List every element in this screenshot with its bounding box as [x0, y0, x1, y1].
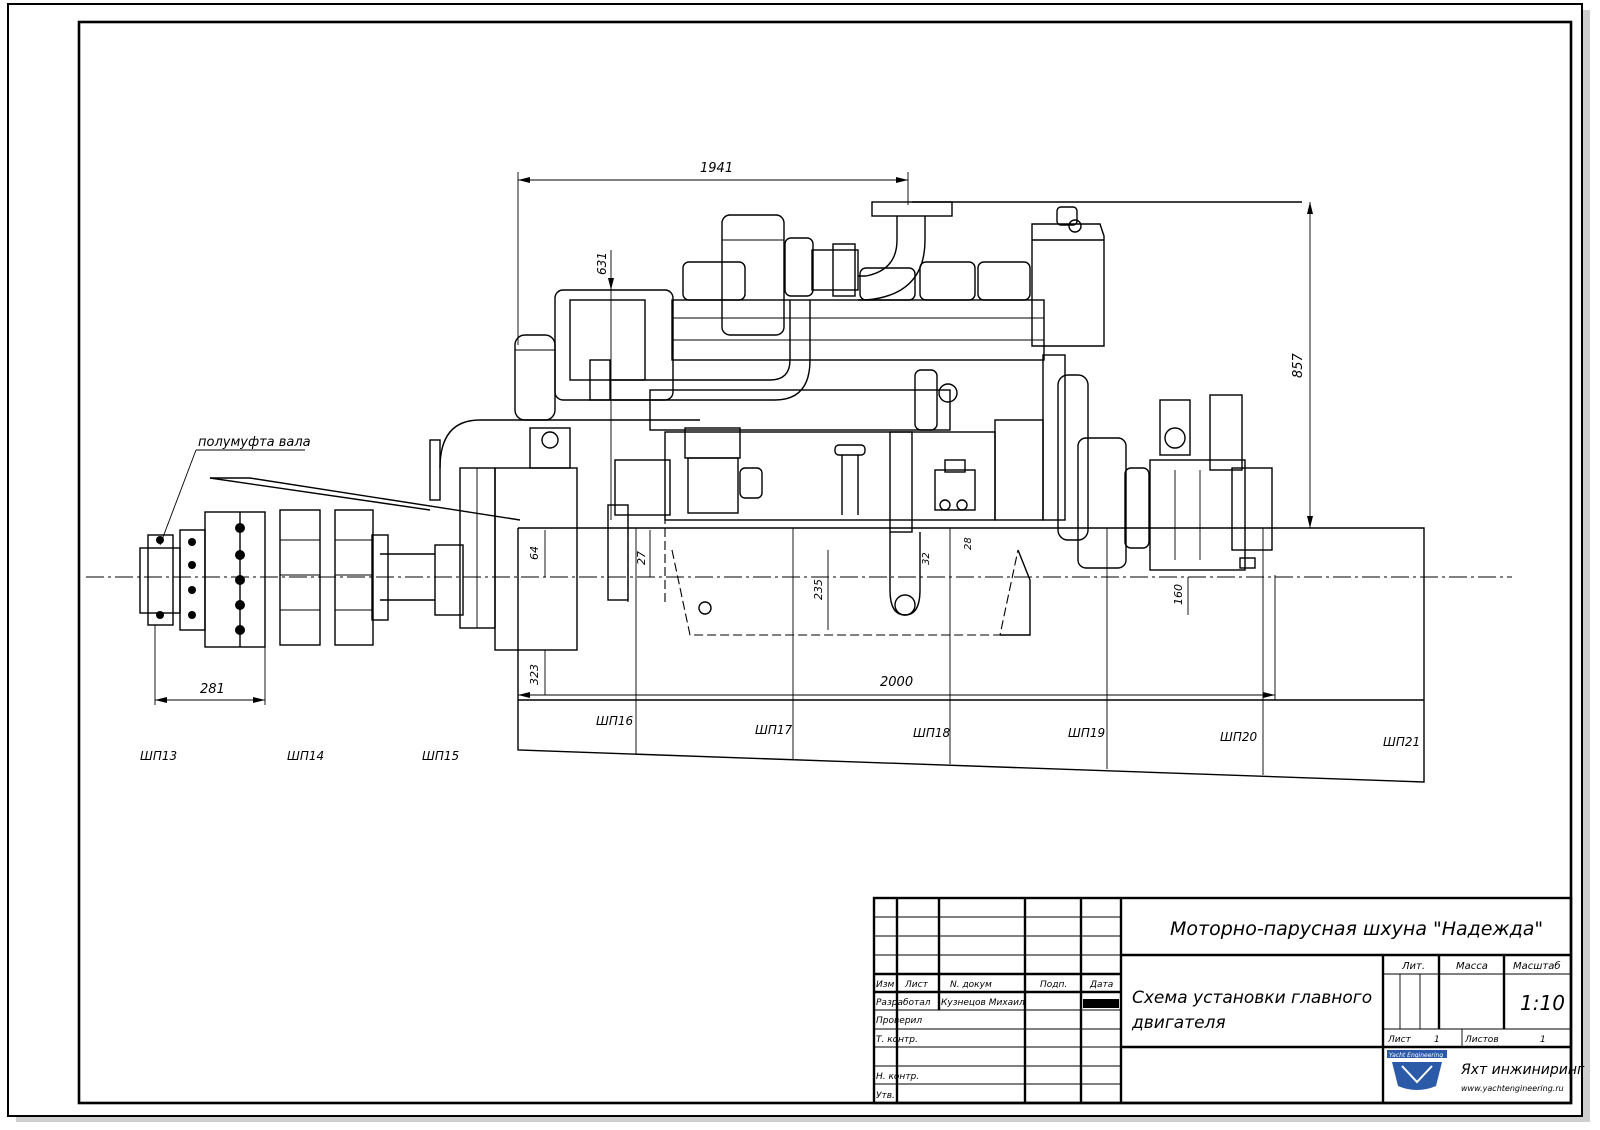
company-logo: Yacht Engineering	[1387, 1050, 1447, 1090]
title-text: Моторно-парусная шхуна "Надежда"	[1170, 918, 1543, 940]
shaft-part-label: полумуфта вала	[198, 435, 311, 450]
frame-19: ШП19	[1068, 726, 1105, 740]
h-date: Дата	[1089, 980, 1113, 990]
dim-32: 32	[921, 552, 932, 565]
frame-18: ШП18	[913, 726, 950, 740]
dim-160: 160	[1172, 584, 1185, 605]
h-doc: N. докум	[950, 980, 992, 990]
sheet-label: Лист	[1387, 1035, 1412, 1045]
date-stamp	[1083, 999, 1119, 1008]
dim-1941: 1941	[700, 161, 733, 176]
dim-281: 281	[200, 682, 225, 697]
frame-16: ШП16	[596, 714, 633, 728]
dim-323: 323	[528, 664, 541, 685]
starter-motor	[607, 427, 763, 605]
company-name: Яхт инжиниринг	[1460, 1062, 1585, 1078]
drawing-name-line1: Схема установки главного	[1132, 988, 1372, 1008]
dim-28: 28	[963, 537, 974, 550]
r-tcontrol: Т. контр.	[876, 1035, 918, 1045]
mass-header: Масса	[1456, 961, 1488, 972]
h-sign: Подп.	[1040, 980, 1067, 990]
r-ncontrol: Н. контр.	[876, 1072, 919, 1082]
engine-drawing: полумуфта вала 1941 857 631	[86, 161, 1512, 783]
lit-header: Лит.	[1401, 961, 1425, 972]
heat-exchanger	[514, 289, 674, 421]
engine-block	[664, 261, 1066, 521]
dim-27: 27	[635, 551, 648, 565]
dim-857: 857	[1291, 352, 1306, 378]
scale-value: 1:10	[1520, 991, 1565, 1015]
turbocharger	[721, 214, 859, 336]
dim-64: 64	[528, 546, 541, 560]
dim-2000: 2000	[880, 675, 913, 690]
cooling-pipe	[530, 300, 958, 431]
sheets-label: Листов	[1464, 1035, 1499, 1045]
h-izm: Изм	[876, 980, 895, 990]
front-pulleys	[1057, 374, 1150, 569]
logo-text: Yacht Engineering	[1389, 1052, 1443, 1059]
frame-15: ШП15	[422, 749, 459, 763]
title-block: Моторно-парусная шхуна "Надежда" Схема у…	[872, 896, 1585, 1105]
dim-235: 235	[812, 579, 825, 600]
frame-21: ШП21	[1383, 735, 1420, 749]
gearbox	[429, 419, 578, 651]
shaft-coupling	[139, 477, 521, 648]
sheets-num: 1	[1540, 1035, 1546, 1045]
shaft-part-leader: полумуфта вала	[159, 435, 311, 546]
h-list: Лист	[904, 980, 929, 990]
r-dev: Разработал	[876, 998, 931, 1008]
drawing-name-line2: двигателя	[1131, 1013, 1226, 1033]
company-sub: www.yachtengineering.ru	[1461, 1084, 1564, 1093]
drawing-frame	[77, 20, 1573, 1105]
raw-water-pump	[1149, 394, 1273, 571]
r-dev-name: Кузнецов Михаил	[941, 998, 1025, 1008]
exhaust-elbow	[858, 201, 1302, 301]
fuel-filter	[934, 459, 976, 511]
dipstick	[834, 431, 921, 616]
frame-13: ШП13	[140, 749, 177, 763]
frame-14: ШП14	[287, 749, 324, 763]
sheet-num: 1	[1434, 1035, 1440, 1045]
sheet-outline	[7, 3, 1583, 1117]
expansion-tank	[1031, 206, 1105, 347]
scale-header: Масштаб	[1513, 960, 1561, 972]
oil-pan	[671, 549, 1031, 636]
r-approved: Утв.	[876, 1091, 895, 1101]
frame-20: ШП20	[1220, 730, 1257, 744]
frame-labels: ШП13 ШП14 ШП15 ШП16 ШП17 ШП18 ШП19 ШП20 …	[140, 714, 1420, 763]
r-check: Проверил	[876, 1016, 922, 1026]
dim-631: 631	[595, 252, 609, 275]
dimensions: 1941 857 631 281 2000 27	[154, 161, 1313, 705]
frame-17: ШП17	[755, 723, 792, 737]
